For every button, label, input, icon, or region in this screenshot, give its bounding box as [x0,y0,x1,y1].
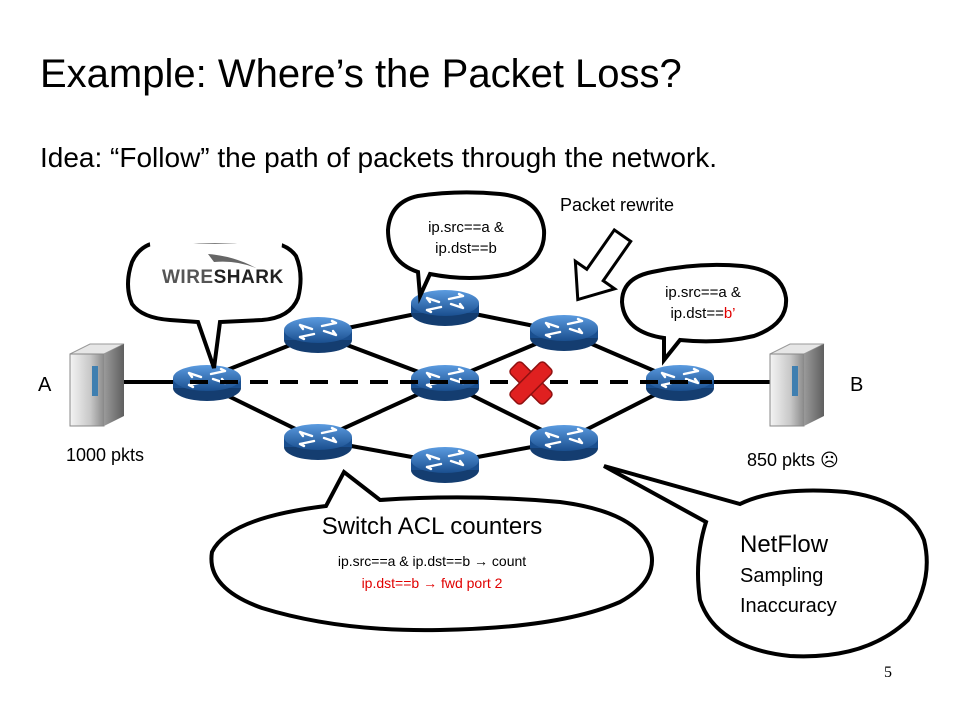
slide-title: Example: Where’s the Packet Loss? [40,52,682,96]
page-number: 5 [884,664,892,681]
netflow-title: NetFlow [740,531,829,558]
svg-text:ip.dst==b → fwd port 2: ip.dst==b → fwd port 2 [362,575,503,591]
slide-subtitle: Idea: “Follow” the path of packets throu… [40,142,718,173]
netflow-callout: NetFlow Sampling Inaccuracy [603,464,929,659]
router-icon [282,422,354,462]
arrow-right-icon: → [474,553,488,569]
arrow-right-icon: → [423,575,437,591]
rewrite-match-line2: ip.dst== [670,305,724,322]
top-match-callout: ip.src==a & ip.dst==b [385,190,547,304]
server-a-icon [69,343,125,427]
rewrite-match-line1: ip.src==a & [665,284,741,301]
acl-rule1-suffix: count [488,553,526,569]
acl-rule2-suffix: fwd port 2 [437,575,503,591]
server-b-icon [769,343,825,427]
svg-text:ip.src==a & ip.dst==b → count: ip.src==a & ip.dst==b → count [338,553,526,569]
host-a-label: A [38,374,52,396]
svg-text:WIRESHARK: WIRESHARK [162,267,284,288]
router-icon [282,315,354,355]
wireshark-logo-text: WIRE [162,267,214,288]
netflow-line2: Inaccuracy [740,595,837,617]
acl-title: Switch ACL counters [322,513,543,540]
shark-fin-icon [208,254,256,268]
host-b-packet-count: 850 pkts ☹ [747,450,839,470]
netflow-line1: Sampling [740,565,823,587]
svg-text:ip.dst==b’: ip.dst==b’ [670,305,735,322]
router-icon [528,423,600,463]
wireshark-logo-text-bold: SHARK [214,267,284,288]
rewrite-match-callout: ip.src==a & ip.dst==b’ [619,262,789,366]
host-b-label: B [850,374,863,396]
top-match-line2: ip.dst==b [435,240,497,257]
acl-rule1-prefix: ip.src==a & ip.dst==b [338,553,474,569]
router-icon [528,313,600,353]
packet-drop-icon [509,361,553,405]
wireshark-callout: WIRESHARK [126,236,303,369]
router-icon [409,445,481,485]
acl-counters-callout: Switch ACL counters ip.src==a & ip.dst==… [209,468,654,633]
packet-rewrite-label: Packet rewrite [560,195,674,215]
acl-rule2-prefix: ip.dst==b [362,575,424,591]
host-a-packet-count: 1000 pkts [66,445,144,465]
top-match-line1: ip.src==a & [428,219,504,236]
rewrite-highlight: b’ [724,305,736,322]
rewrite-arrow-icon [573,227,633,302]
